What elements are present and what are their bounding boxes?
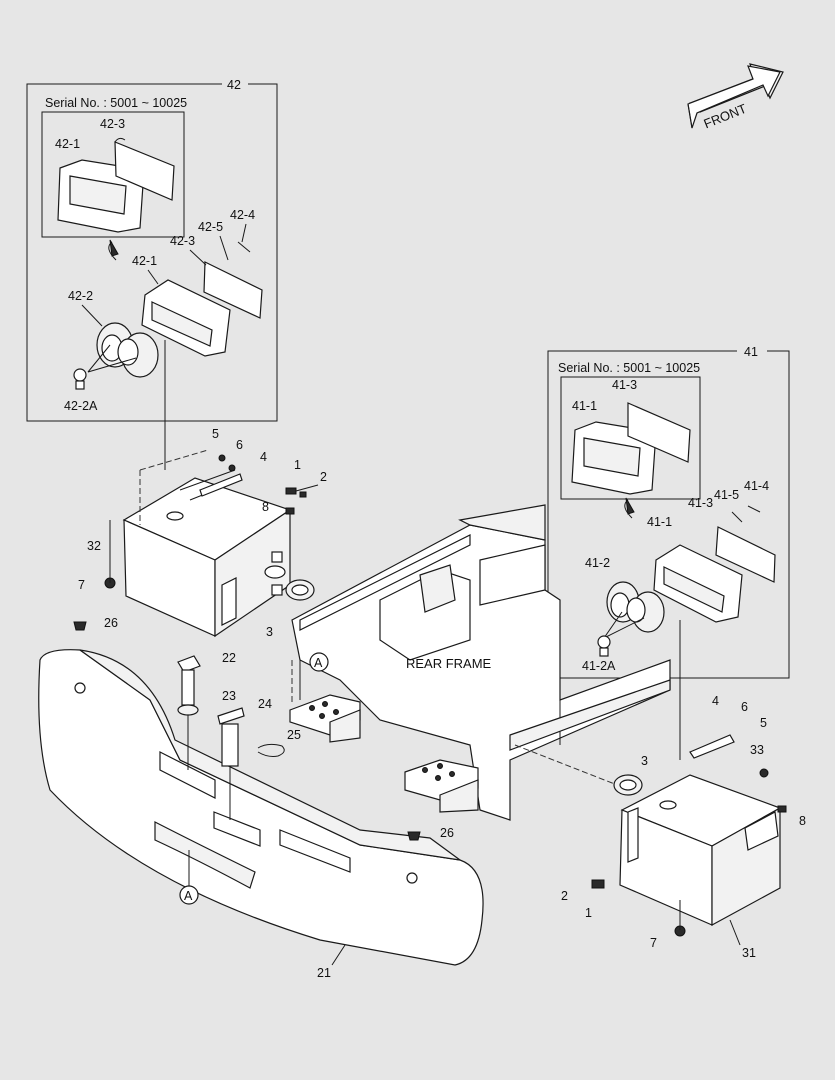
right-battery-box: 4 6 5 33 3 8 2 1 7 31 bbox=[561, 694, 806, 960]
left-box-label-4: 4 bbox=[260, 450, 267, 464]
box-42-inset-label-1: 42-3 bbox=[100, 117, 125, 131]
left-box-label-1: 1 bbox=[294, 458, 301, 472]
box-41-label-41-3: 41-3 bbox=[688, 496, 713, 510]
right-box-label-2: 2 bbox=[561, 889, 568, 903]
box-42-label-42-5: 42-5 bbox=[198, 220, 223, 234]
box-41-label-41-4: 41-4 bbox=[744, 479, 769, 493]
right-box-label-3: 3 bbox=[641, 754, 648, 768]
left-box-label-3: 3 bbox=[266, 625, 273, 639]
right-box-label-31: 31 bbox=[742, 946, 756, 960]
left-box-label-5: 5 bbox=[212, 427, 219, 441]
box-42-label-42-3: 42-3 bbox=[170, 234, 195, 248]
reference-mark-a-bottom: A bbox=[184, 889, 193, 903]
right-box-label-1: 1 bbox=[585, 906, 592, 920]
counterweight-label-25: 25 bbox=[287, 728, 301, 742]
detail-box-41: 41 Serial No. : 5001 ~ 10025 41-3 41-1 4… bbox=[547, 343, 790, 760]
counterweight-label-21: 21 bbox=[317, 966, 331, 980]
detail-box-42: 42 Serial No. : 5001 ~ 10025 42-3 42-1 4… bbox=[26, 76, 278, 470]
box-41-number: 41 bbox=[744, 345, 758, 359]
box-41-label-41-2a: 41-2A bbox=[582, 659, 616, 673]
box-42-label-42-2a: 42-2A bbox=[64, 399, 98, 413]
counterweight-label-26a: 26 bbox=[104, 616, 118, 630]
left-battery-box: 5 6 4 1 2 8 32 7 3 bbox=[78, 427, 327, 639]
counterweight-label-23: 23 bbox=[222, 689, 236, 703]
box-42-inset-label-2: 42-1 bbox=[55, 137, 80, 151]
reference-mark-a-top: A bbox=[314, 656, 323, 670]
right-box-label-5: 5 bbox=[760, 716, 767, 730]
left-box-label-2: 2 bbox=[320, 470, 327, 484]
front-direction-arrow: FRONT bbox=[687, 63, 784, 131]
box-41-label-41-1: 41-1 bbox=[647, 515, 672, 529]
box-42-label-42-2: 42-2 bbox=[68, 289, 93, 303]
rear-frame: REAR FRAME bbox=[289, 504, 671, 821]
right-box-label-7: 7 bbox=[650, 936, 657, 950]
box-41-inset-label-1: 41-3 bbox=[612, 378, 637, 392]
box-41-serial-note: Serial No. : 5001 ~ 10025 bbox=[558, 361, 700, 375]
right-box-label-4: 4 bbox=[712, 694, 719, 708]
box-41-label-41-2: 41-2 bbox=[585, 556, 610, 570]
left-box-label-6: 6 bbox=[236, 438, 243, 452]
counterweight: 26 22 23 24 25 26 21 bbox=[38, 616, 484, 980]
box-42-label-42-1: 42-1 bbox=[132, 254, 157, 268]
reference-marks: A A bbox=[179, 652, 329, 905]
box-41-inset-label-2: 41-1 bbox=[572, 399, 597, 413]
counterweight-label-22: 22 bbox=[222, 651, 236, 665]
right-box-label-6: 6 bbox=[741, 700, 748, 714]
rear-frame-label: REAR FRAME bbox=[406, 656, 492, 671]
left-box-label-7: 7 bbox=[78, 578, 85, 592]
right-box-label-8: 8 bbox=[799, 814, 806, 828]
counterweight-label-24: 24 bbox=[258, 697, 272, 711]
box-42-label-42-4: 42-4 bbox=[230, 208, 255, 222]
box-41-label-41-5: 41-5 bbox=[714, 488, 739, 502]
box-42-number: 42 bbox=[227, 78, 241, 92]
right-box-label-33: 33 bbox=[750, 743, 764, 757]
box-42-serial-note: Serial No. : 5001 ~ 10025 bbox=[45, 96, 187, 110]
left-box-label-32: 32 bbox=[87, 539, 101, 553]
left-box-label-8: 8 bbox=[262, 500, 269, 514]
counterweight-label-26b: 26 bbox=[440, 826, 454, 840]
